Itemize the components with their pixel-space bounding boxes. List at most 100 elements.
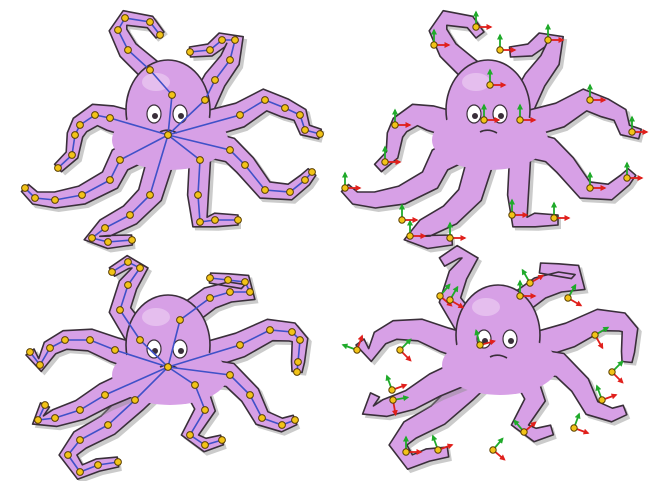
joint (177, 317, 184, 324)
frame-origin (481, 117, 487, 123)
joint (192, 382, 199, 389)
frame-origin (565, 295, 571, 301)
joint (237, 342, 244, 349)
joint (207, 295, 214, 302)
joint (237, 112, 244, 119)
joint (309, 169, 316, 176)
joint (89, 235, 96, 242)
joint (107, 115, 114, 122)
right-pupil (508, 338, 514, 344)
frame-origin (407, 233, 413, 239)
frame-origin (431, 42, 437, 48)
joint (37, 362, 44, 369)
frame-origin (490, 447, 496, 453)
joint (247, 289, 254, 296)
frame-origin (517, 117, 523, 123)
joint (232, 37, 239, 44)
frame-origin (571, 425, 577, 431)
joint (292, 417, 299, 424)
joint (47, 345, 54, 352)
joint (22, 185, 29, 192)
joint (202, 97, 209, 104)
right-pupil (178, 348, 184, 354)
joint (125, 259, 132, 266)
frame-origin (403, 449, 409, 455)
frame-origin (473, 24, 479, 30)
joint (227, 57, 234, 64)
frame-origin (487, 82, 493, 88)
joint (317, 131, 324, 138)
head-highlight (462, 73, 490, 91)
joint (262, 97, 269, 104)
joint (35, 417, 42, 424)
joint (157, 32, 164, 39)
joint (92, 112, 99, 119)
joint (32, 195, 39, 202)
joint (225, 277, 232, 284)
joint (289, 329, 296, 336)
joint (125, 282, 132, 289)
joint (207, 275, 214, 282)
joint (129, 237, 136, 244)
frame-origin (587, 97, 593, 103)
frame-origin (354, 347, 360, 353)
right-pupil (178, 113, 184, 119)
octopus-body (442, 335, 558, 395)
root-joint (165, 132, 172, 139)
frame-origin (392, 122, 398, 128)
deformed-pose-skeleton (26, 256, 312, 481)
joint (69, 152, 76, 159)
frame-origin (521, 429, 527, 435)
head-highlight (472, 298, 500, 316)
joint (227, 147, 234, 154)
rest-pose-frames (342, 11, 648, 253)
joint (77, 437, 84, 444)
frame-origin (497, 47, 503, 53)
joint (302, 177, 309, 184)
joint (125, 47, 132, 54)
joint (127, 212, 134, 219)
joint (105, 239, 112, 246)
joint (147, 19, 154, 26)
joint (77, 122, 84, 129)
joint (42, 402, 49, 409)
frame-origin (447, 297, 453, 303)
joint (259, 415, 266, 422)
joint (132, 397, 139, 404)
joint (227, 289, 234, 296)
joint (197, 157, 204, 164)
frame-origin (592, 332, 598, 338)
joint (72, 132, 79, 139)
joint (242, 279, 249, 286)
head-highlight (142, 308, 170, 326)
joint (95, 462, 102, 469)
joint (115, 459, 122, 466)
frame-origin (390, 397, 396, 403)
joint (262, 187, 269, 194)
joint (207, 47, 214, 54)
frame-origin (397, 347, 403, 353)
joint (102, 225, 109, 232)
joint (219, 37, 226, 44)
joint (302, 127, 309, 134)
frame-origin (382, 159, 388, 165)
frame-origin (399, 217, 405, 223)
joint (112, 347, 119, 354)
joint (102, 392, 109, 399)
joint (297, 112, 304, 119)
joint (202, 407, 209, 414)
octopus-body (432, 110, 548, 170)
joint (109, 269, 116, 276)
joint (107, 177, 114, 184)
joint (202, 442, 209, 449)
frame-origin (477, 342, 483, 348)
joint (169, 92, 176, 99)
joint (117, 307, 124, 314)
joint (235, 217, 242, 224)
frame-origin (437, 293, 443, 299)
root-joint (165, 364, 172, 371)
joint (295, 359, 302, 366)
joint (267, 327, 274, 334)
joint (242, 162, 249, 169)
